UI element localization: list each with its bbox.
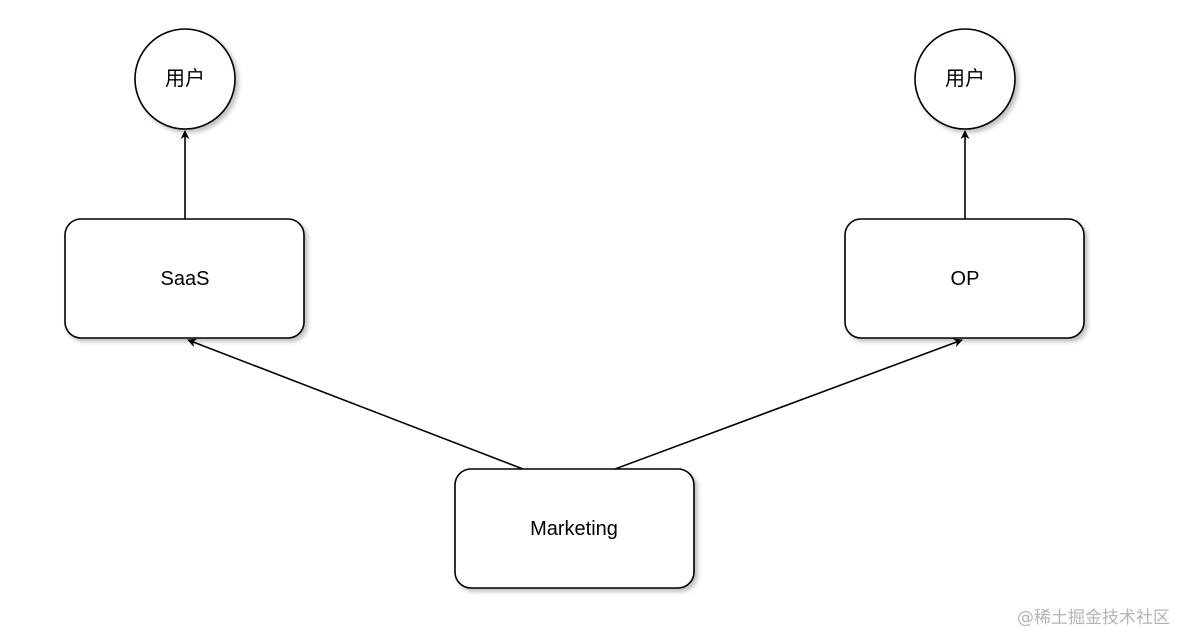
node-op[interactable]: OP [844, 218, 1085, 339]
node-saas-label: SaaS [161, 268, 210, 290]
node-user-left-label: 用户 [165, 67, 205, 90]
node-op-label: OP [951, 268, 980, 290]
node-marketing[interactable]: Marketing [454, 468, 695, 589]
node-saas[interactable]: SaaS [64, 218, 305, 339]
node-user-right[interactable]: 用户 [914, 28, 1016, 130]
watermark: @稀土掘金技术社区 [1017, 608, 1170, 628]
node-user-right-label: 用户 [945, 67, 985, 90]
edge-marketing-to-op [614, 338, 963, 470]
node-user-left[interactable]: 用户 [134, 28, 236, 130]
edge-marketing-to-saas [187, 338, 524, 470]
node-marketing-label: Marketing [530, 518, 618, 540]
